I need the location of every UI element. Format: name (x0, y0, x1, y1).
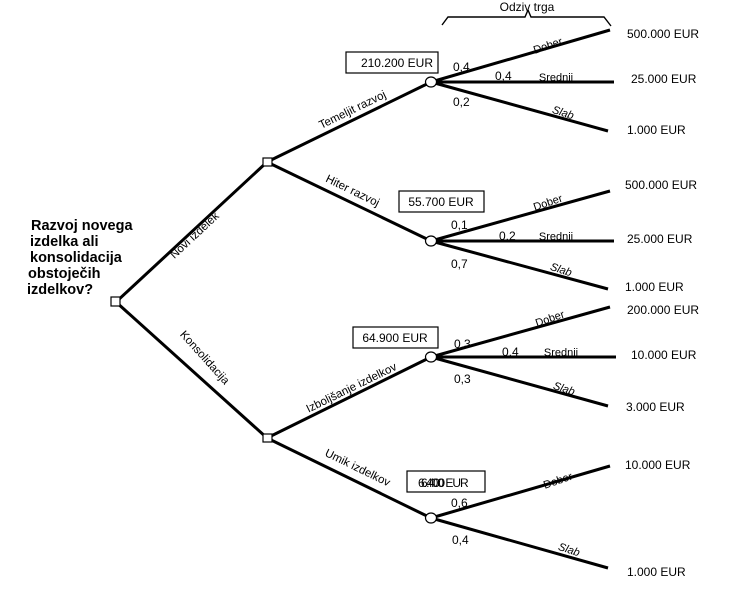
expected-value-text: 64.900 EUR (362, 331, 428, 345)
probability-label: 0,4 (502, 345, 519, 359)
expected-value-overprint: 6.400 (421, 476, 445, 490)
probability-label: 0,3 (454, 337, 471, 351)
probability-label: 0,4 (495, 69, 512, 83)
outcome-edge-slab (430, 516, 609, 570)
payoff-value: 1.000 EUR (627, 123, 686, 137)
probability-label: 0,2 (499, 229, 516, 243)
outcome-edge-dober (430, 464, 611, 520)
expected-value-box: 210.200 EUR (345, 51, 439, 74)
edge-izboljsanje (266, 355, 432, 440)
edge-hiter-razvoj (266, 160, 432, 243)
payoff-value: 10.000 EUR (625, 458, 691, 472)
outcome-label-srednji: Srednji (539, 72, 573, 84)
outcome-edge-dober (430, 189, 611, 243)
payoff-value: 3.000 EUR (626, 400, 685, 414)
chance-node (424, 76, 438, 88)
payoff-value: 1.000 EUR (625, 280, 684, 294)
chance-node (424, 235, 438, 247)
decision-node-root (110, 296, 121, 307)
expected-value-box: 6.400 EUR 6.400 (406, 470, 486, 493)
question-line: obstoječih (28, 266, 101, 282)
probability-label: 0,6 (451, 496, 468, 510)
outcome-label-dober: Dober (532, 36, 565, 57)
branch-label-izboljsanje: Izboljšanje izdelkov (305, 361, 400, 415)
decision-question: Razvoj novega izdelka ali konsolidacija … (27, 218, 177, 298)
outcome-edge-slab (430, 80, 609, 133)
outcome-edge-dober (430, 28, 611, 84)
expected-value-text: 55.700 EUR (408, 195, 474, 209)
probability-label: 0,2 (453, 95, 470, 109)
chance-node (424, 351, 438, 363)
edge-umik (266, 436, 432, 520)
outcome-edge-slab (430, 355, 609, 408)
payoff-value: 1.000 EUR (627, 565, 686, 579)
payoff-value: 25.000 EUR (627, 232, 693, 246)
probability-label: 0,3 (454, 372, 471, 386)
probability-label: 0,4 (453, 60, 470, 74)
decision-node-konsolidacija (262, 433, 273, 443)
question-line: Razvoj novega (31, 218, 133, 234)
expected-value-text: 6.400 EUR (418, 476, 469, 490)
outcome-edge-slab (430, 239, 609, 291)
payoff-value: 200.000 EUR (627, 303, 699, 317)
decision-node-novi-izdelek (262, 157, 273, 167)
branch-label-temeljit-razvoj: Temeljit razvoj (317, 89, 388, 132)
outcome-label-dober: Dober (532, 193, 565, 214)
question-line: konsolidacija (30, 250, 122, 266)
expected-value-box: 64.900 EUR (352, 326, 439, 349)
payoff-value: 10.000 EUR (631, 348, 697, 362)
chance-node (424, 512, 438, 524)
expected-value-box: 55.700 EUR (398, 190, 485, 213)
payoff-value: 500.000 EUR (627, 27, 699, 41)
branch-label-novi-izdelek: Novi izdelek (168, 210, 222, 261)
market-response-bracket: Odziv trga (441, 0, 612, 27)
edge-temeljit-razvoj (266, 80, 432, 164)
edge-novi-izdelek (114, 160, 269, 304)
payoff-value: 500.000 EUR (625, 178, 697, 192)
probability-label: 0,4 (452, 533, 469, 547)
expected-value-text: 210.200 EUR (361, 56, 433, 70)
bracket-label: Odziv trga (500, 0, 555, 14)
outcome-edge-dober (430, 305, 611, 359)
probability-label: 0,7 (451, 257, 468, 271)
outcome-label-srednji: Srednji (544, 347, 578, 359)
payoff-value: 25.000 EUR (631, 72, 697, 86)
edge-konsolidacija (114, 300, 269, 440)
outcome-label-dober: Dober (534, 309, 567, 330)
outcome-label-srednji: Srednji (539, 231, 573, 243)
question-line: izdelkov? (27, 282, 94, 298)
branch-label-konsolidacija: Konsolidacija (177, 329, 232, 388)
probability-label: 0,1 (451, 218, 468, 232)
outcome-label-dober: Dober (542, 471, 575, 492)
question-line: izdelka ali (30, 234, 99, 250)
outcome-label-slab: Slab (552, 380, 577, 398)
